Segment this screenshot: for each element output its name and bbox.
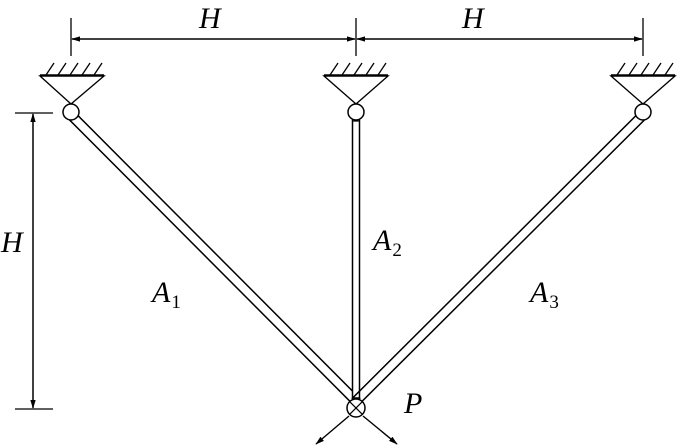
- support-right: [609, 62, 677, 105]
- top-dimension: H H: [70, 2, 644, 56]
- joint-p: [315, 398, 398, 445]
- dim-label-left: H: [198, 2, 223, 35]
- bar-a1: [66, 112, 361, 404]
- bar-a1-label: A1: [150, 276, 181, 313]
- support-middle: [322, 62, 390, 105]
- bar-a3: [351, 112, 648, 404]
- side-dimension: H: [0, 112, 53, 410]
- dim-label-right: H: [461, 2, 486, 35]
- vdim-label: H: [0, 226, 25, 259]
- pin-left-icon: [62, 103, 80, 121]
- bar-a2: [351, 116, 361, 399]
- load-label-p: P: [403, 387, 422, 420]
- pin-middle-icon: [347, 103, 365, 121]
- support-left: [38, 62, 106, 105]
- bar-a2-label: A2: [371, 224, 402, 261]
- displacement-arrow-right: [362, 415, 398, 445]
- displacement-arrow-left: [315, 415, 350, 445]
- bar-a3-label: A3: [528, 276, 559, 313]
- pin-right-icon: [634, 103, 652, 121]
